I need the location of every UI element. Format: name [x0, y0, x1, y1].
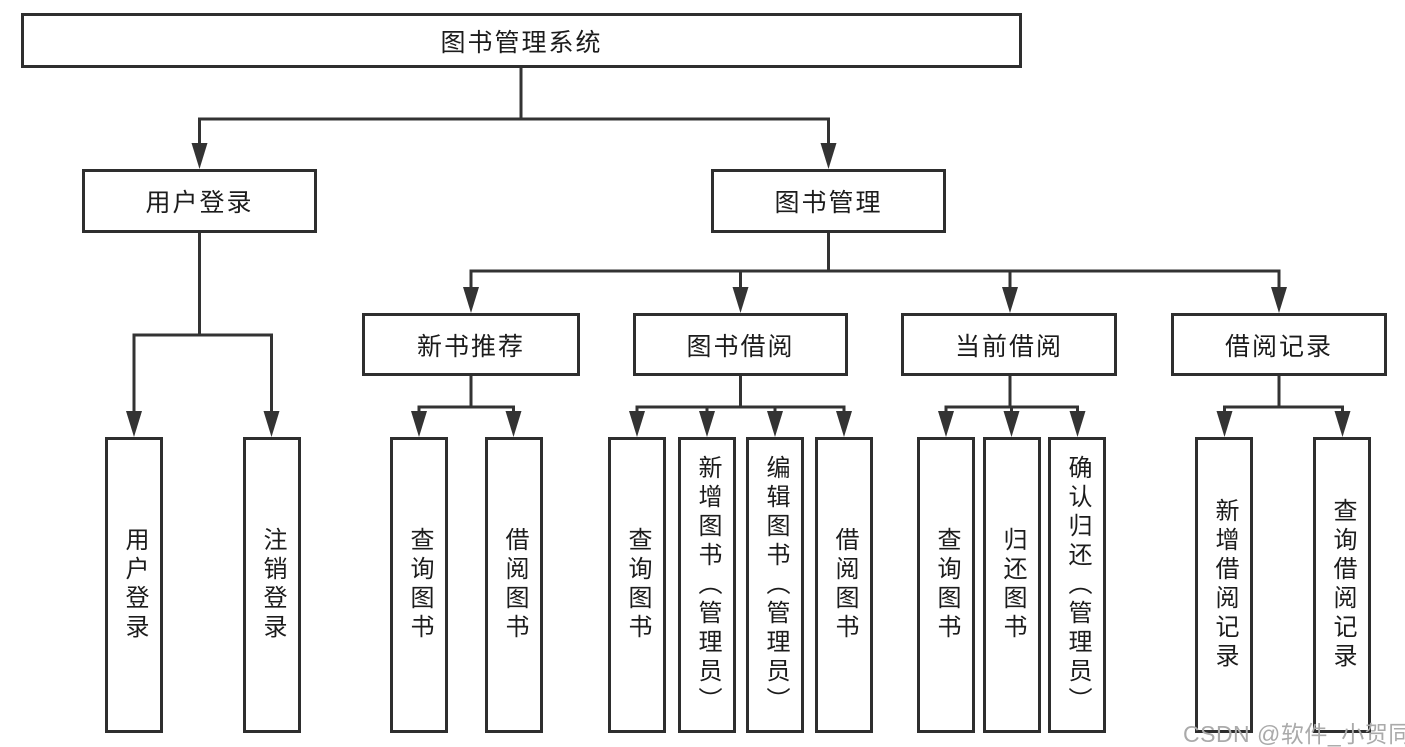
arrowhead-icons — [126, 143, 1351, 437]
leaf-borrow-books: 借阅图书 — [815, 437, 873, 733]
leaf-confirm-return-admin: 确认归还（管理员） — [1048, 437, 1106, 733]
leaf-add-books-admin: 新增图书（管理员） — [678, 437, 736, 733]
leaf-add-borrow-record: 新增借阅记录 — [1195, 437, 1253, 733]
leaf-borrow-books-recommend: 借阅图书 — [485, 437, 543, 733]
leaf-user-login: 用户登录 — [105, 437, 163, 733]
node-new-book-recommend: 新书推荐 — [362, 313, 580, 376]
leaf-query-borrow-record: 查询借阅记录 — [1313, 437, 1371, 733]
node-current-borrow: 当前借阅 — [901, 313, 1117, 376]
node-book-management: 图书管理 — [711, 169, 946, 233]
node-library-management-system: 图书管理系统 — [21, 13, 1022, 68]
leaf-query-books-recommend: 查询图书 — [390, 437, 448, 733]
node-book-borrow: 图书借阅 — [633, 313, 848, 376]
leaf-logout: 注销登录 — [243, 437, 301, 733]
node-user-login: 用户登录 — [82, 169, 317, 233]
leaf-query-books-current: 查询图书 — [917, 437, 975, 733]
leaf-edit-books-admin: 编辑图书（管理员） — [746, 437, 804, 733]
leaf-return-books: 归还图书 — [983, 437, 1041, 733]
leaf-query-books-borrow: 查询图书 — [608, 437, 666, 733]
csdn-watermark: CSDN @软件_小贺同学 — [1183, 721, 1405, 747]
node-borrow-records: 借阅记录 — [1171, 313, 1387, 376]
